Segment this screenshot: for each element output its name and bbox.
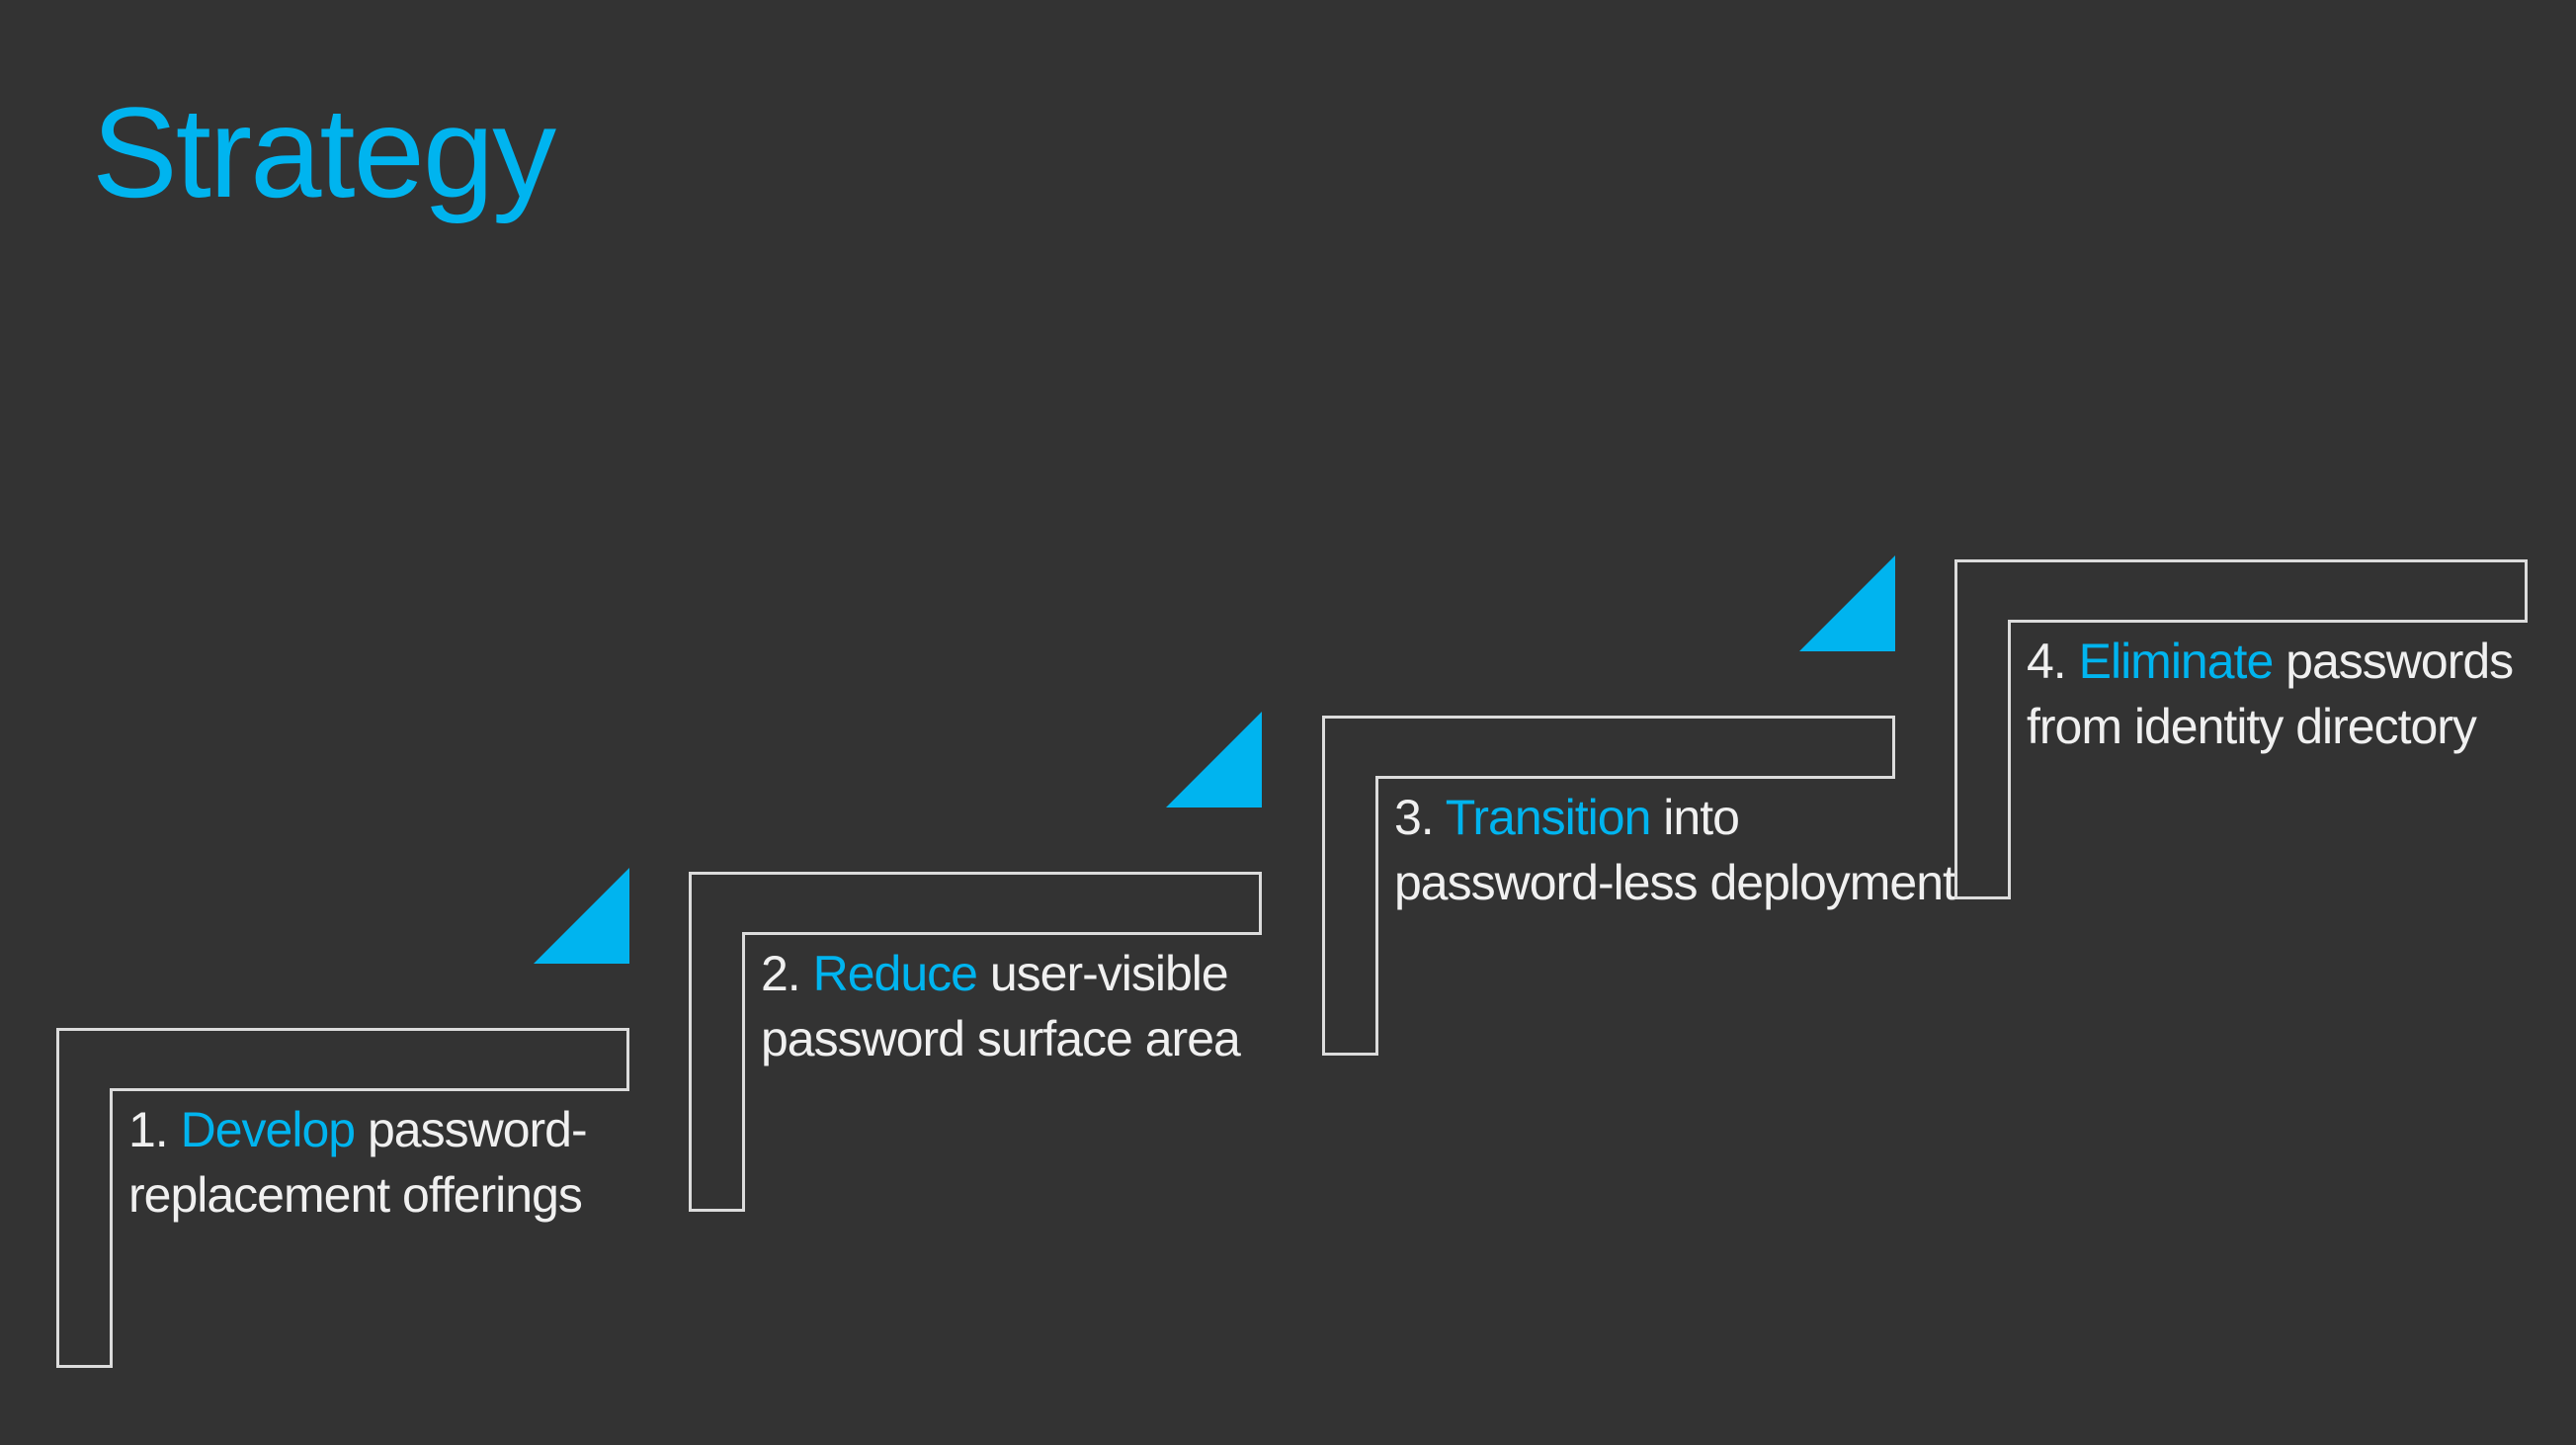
step-l-outline-icon — [1954, 559, 2528, 899]
step-3-box: 3. Transition into password-less deploym… — [1322, 716, 1956, 1056]
step-l-outline-icon — [56, 1028, 629, 1368]
step-number: 4. — [2027, 634, 2067, 689]
step-text-rest: into — [1663, 790, 1740, 845]
step-number: 3. — [1394, 790, 1435, 845]
step-3-line-1: 3. Transition into — [1394, 785, 1955, 850]
step-text-rest: user-visible — [989, 946, 1229, 1001]
step-number: 2. — [761, 946, 801, 1001]
step-3-line-2: password-less deployment — [1394, 855, 1956, 910]
step-arrow-icon — [534, 868, 629, 964]
slide-title: Strategy — [92, 80, 556, 224]
step-4-line-2: from identity directory — [2027, 699, 2477, 754]
step-2-box: 2. Reduce user-visible password surface … — [689, 872, 1262, 1212]
step-1-label: 1. Develop password- replacement offerin… — [128, 1097, 588, 1228]
step-2-label: 2. Reduce user-visible password surface … — [761, 941, 1241, 1071]
step-arrow-icon — [1166, 712, 1262, 808]
step-2-line-1: 2. Reduce user-visible — [761, 941, 1240, 1006]
step-text-rest: password- — [367, 1102, 588, 1157]
step-1-line-2: replacement offerings — [128, 1167, 583, 1223]
step-4-line-1: 4. Eliminate passwords — [2027, 629, 2514, 694]
step-keyword: Transition — [1445, 790, 1652, 845]
step-4-box: 4. Eliminate passwords from identity dir… — [1954, 559, 2528, 899]
step-l-outline-icon — [689, 872, 1262, 1212]
step-2-line-2: password surface area — [761, 1011, 1241, 1066]
step-keyword: Eliminate — [2078, 634, 2275, 689]
step-text-rest: passwords — [2285, 634, 2514, 689]
step-arrow-icon — [1799, 555, 1895, 651]
step-1-line-1: 1. Develop password- — [128, 1097, 588, 1162]
step-number: 1. — [128, 1102, 169, 1157]
step-3-label: 3. Transition into password-less deploym… — [1394, 785, 1956, 915]
step-4-label: 4. Eliminate passwords from identity dir… — [2027, 629, 2514, 759]
step-l-outline-icon — [1322, 716, 1895, 1056]
step-1-box: 1. Develop password- replacement offerin… — [56, 1028, 629, 1368]
step-keyword: Develop — [180, 1102, 356, 1157]
step-keyword: Reduce — [812, 946, 978, 1001]
